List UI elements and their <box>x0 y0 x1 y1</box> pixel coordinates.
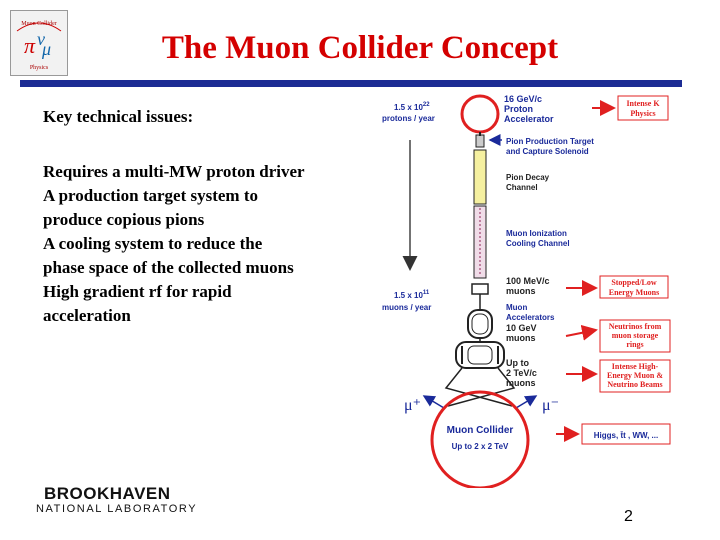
stopped-muons-box <box>599 275 669 299</box>
pion-decay-label-2: Channel <box>506 183 538 192</box>
stopped-label-2: Energy Muons <box>609 288 659 297</box>
neutrinos-label-3: rings <box>626 340 643 349</box>
muon-collider-diagram: 1.5 x 1022 protons / year 16 GeV/c Proto… <box>382 94 671 488</box>
svg-text:μ: μ <box>41 39 51 59</box>
physics-label: Higgs, t̄t , WW, ... <box>594 431 658 440</box>
mu-minus-label: μ⁻ <box>542 397 559 414</box>
issue-item: A cooling system to reduce the phase spa… <box>43 234 294 277</box>
protons-rate-unit: protons / year <box>382 114 435 123</box>
collab-logo-bottom-text: Physics <box>30 65 49 71</box>
svg-text:ν: ν <box>37 29 45 49</box>
upto-label-3: muons <box>506 378 536 388</box>
intense-high-label-1: Intense High- <box>612 362 659 371</box>
muon-accelerator-2 <box>455 341 505 369</box>
collaboration-logo: Muon Collider π ν μ Physics <box>10 10 68 76</box>
collab-logo-top-text: Muon Collider <box>21 21 57 27</box>
issues-list: Requires a multi-MW proton driver A prod… <box>43 160 308 328</box>
mu-plus-label: μ⁺ <box>404 397 421 414</box>
proton-accel-label-2: Proton <box>504 104 533 114</box>
protons-rate-label: 1.5 x 1022 <box>394 102 430 112</box>
physics-box <box>581 423 671 445</box>
muon-ionization-label-2: Cooling Channel <box>506 239 570 248</box>
proton-accel-label-1: 16 GeV/c <box>504 94 542 104</box>
intense-k-label-1: Intense K <box>626 99 660 108</box>
pion-decay-channel <box>473 149 487 205</box>
intense-high-label-2: Energy Muon & <box>607 371 663 380</box>
intense-high-label-3: Neutrino Beams <box>607 380 662 389</box>
issue-item: Requires a multi-MW proton driver <box>43 162 305 181</box>
intense-k-box <box>617 95 669 121</box>
pion-decay-label-1: Pion Decay <box>506 173 550 182</box>
intense-k-label-2: Physics <box>630 109 655 118</box>
collider-label-2: Up to 2 x 2 TeV <box>452 442 509 451</box>
bnl-logo-subtitle: NATIONAL LABORATORY <box>36 503 198 515</box>
muons-rate-label: 1.5 x 1011 <box>394 290 430 300</box>
issue-item: A production target system to produce co… <box>43 186 258 229</box>
pion-target-label-2: and Capture Solenoid <box>506 147 589 156</box>
muon-acc-label-1: Muon <box>506 303 527 312</box>
muons-100-label-2: muons <box>506 286 536 296</box>
neutrinos-label-2: muon storage <box>612 331 659 340</box>
stopped-label-1: Stopped/Low <box>611 278 657 287</box>
proton-accelerator-ring <box>460 94 500 134</box>
neutrinos-label-1: Neutrinos from <box>609 322 662 331</box>
muon-ionization-label-1: Muon Ionization <box>506 229 567 238</box>
muon-collider-ring <box>430 390 530 488</box>
proton-accel-label-3: Accelerator <box>504 114 554 124</box>
muon-acc-label-2: Accelerators <box>506 313 555 322</box>
muons-rate-unit: muons / year <box>382 303 431 312</box>
collider-label-1: Muon Collider <box>447 425 514 436</box>
upto-label-1: Up to <box>506 358 529 368</box>
intense-high-box <box>599 359 671 393</box>
target-element <box>475 134 485 148</box>
neutrinos-box <box>599 319 671 353</box>
key-issues-heading: Key technical issues: <box>43 107 194 126</box>
title-divider <box>20 80 682 87</box>
muon-acc-label-3: 10 GeV <box>506 323 537 333</box>
svg-text:π: π <box>24 33 36 58</box>
bnl-logo-name: BROOKHAVEN <box>44 484 171 503</box>
upto-label-2: 2 TeV/c <box>506 368 537 378</box>
muon-acc-label-4: muons <box>506 333 536 343</box>
slide-title: The Muon Collider Concept <box>161 30 559 66</box>
issue-item: High gradient rf for rapid acceleration <box>43 282 232 325</box>
pion-target-label-1: Pion Production Target <box>506 137 594 146</box>
muons-100-label-1: 100 MeV/c <box>506 276 550 286</box>
page-number: 2 <box>624 508 633 525</box>
